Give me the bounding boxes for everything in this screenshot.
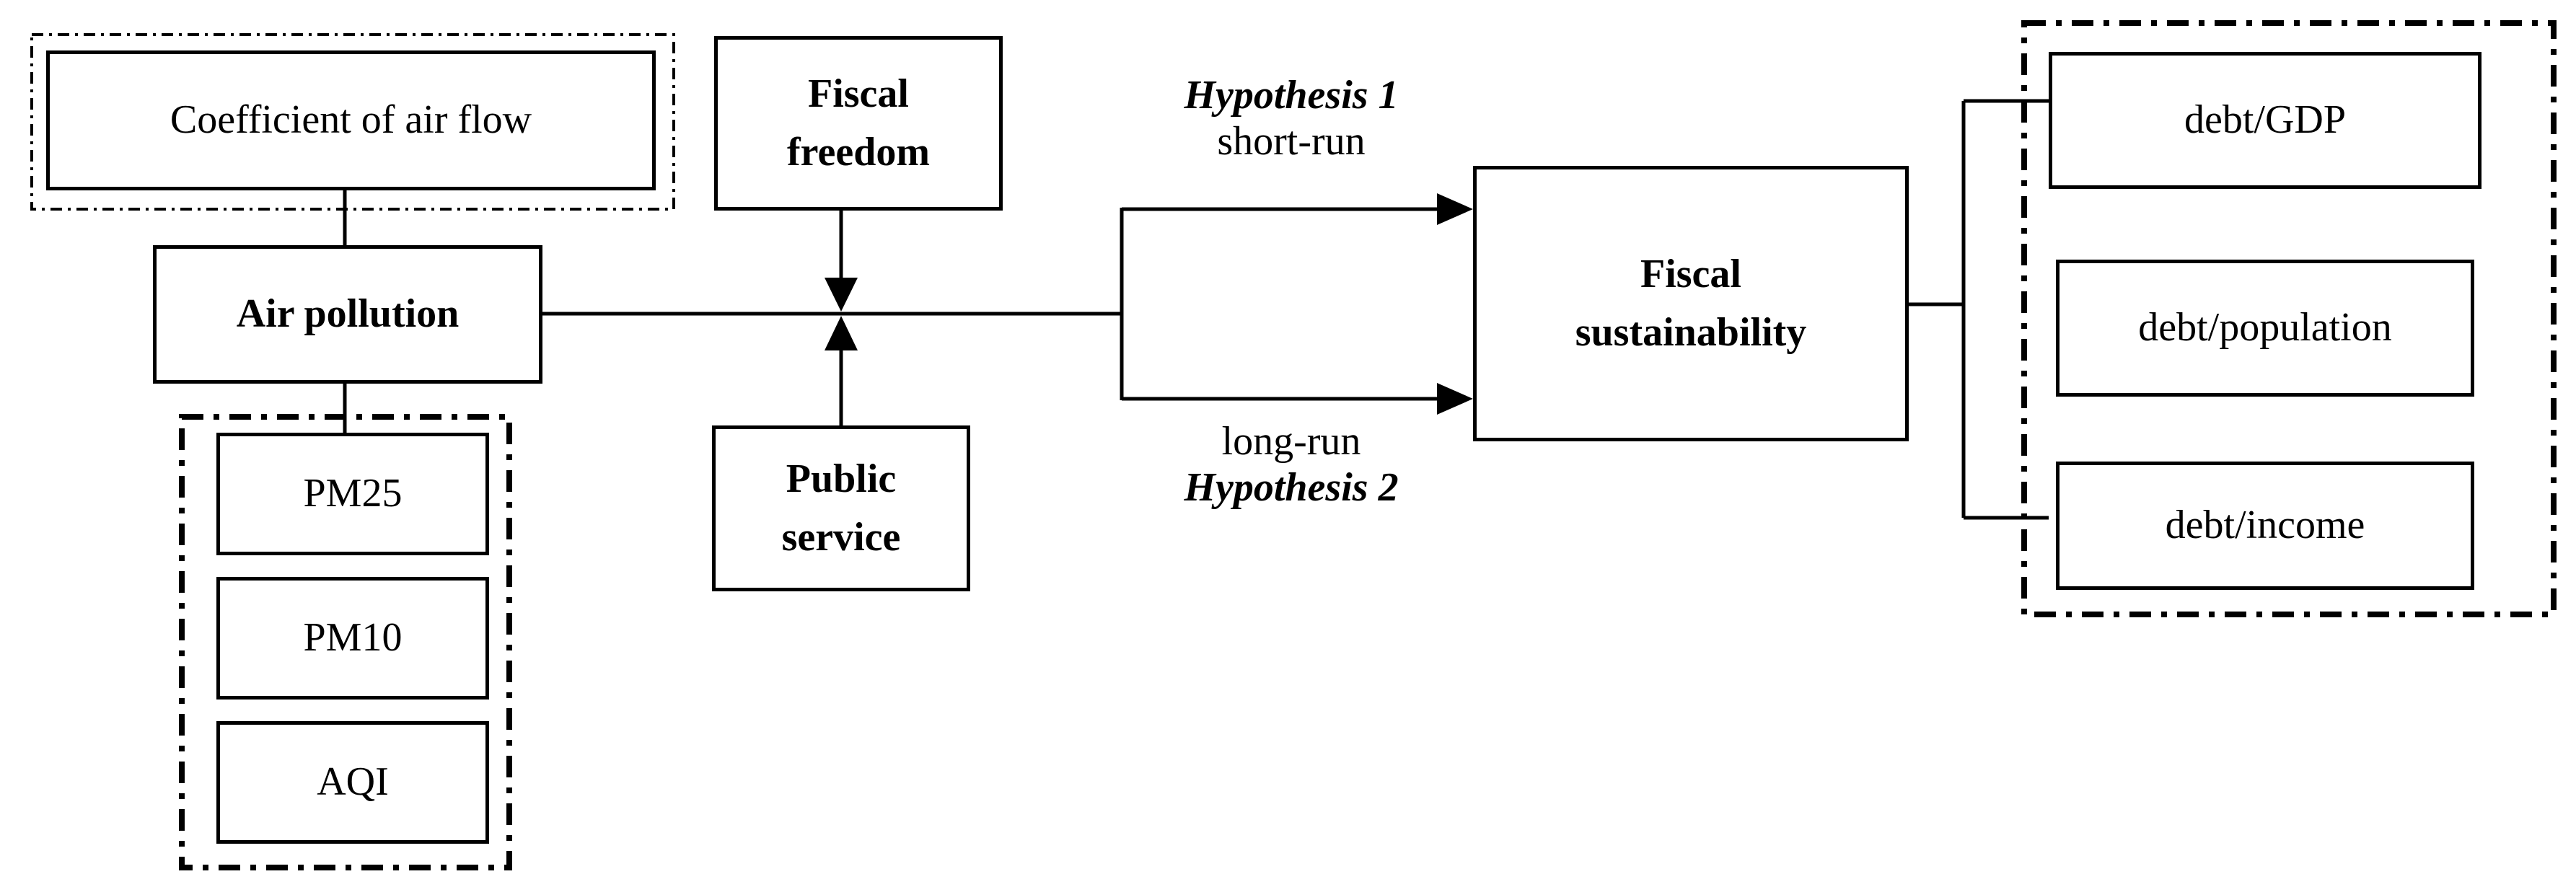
aqi-box: AQI <box>216 721 489 844</box>
fiscal-freedom-line-1: Fiscal <box>808 71 909 116</box>
debt-population-box: debt/population <box>2056 260 2474 397</box>
public-service-line-2: service <box>781 515 901 560</box>
pm10-box: PM10 <box>216 577 489 700</box>
pm25-label: PM25 <box>303 471 403 516</box>
air-pollution-box: Air pollution <box>153 245 542 384</box>
sustainability-measures-group-border <box>2021 20 2557 617</box>
hypothesis-2-label: long-run Hypothesis 2 <box>1125 418 1457 511</box>
airflow-box: Coefficient of air flow <box>46 50 656 190</box>
fiscal-freedom-arrow <box>825 278 858 312</box>
public-service-box: Public service <box>712 425 970 591</box>
debt-income-label: debt/income <box>2165 503 2365 548</box>
fiscal-freedom-line-2: freedom <box>787 130 930 175</box>
fiscal-sustainability-box: Fiscal sustainability <box>1473 166 1909 441</box>
airflow-group-border <box>30 33 675 211</box>
hypothesis-2-word: Hypothesis <box>1184 465 1368 510</box>
hypothesis-2-number: 2 <box>1378 465 1399 510</box>
hypothesis-1-label: Hypothesis 1 short-run <box>1125 72 1457 164</box>
debt-gdp-label: debt/GDP <box>2184 97 2346 143</box>
long-run-label: long-run <box>1221 419 1361 464</box>
public-service-line-1: Public <box>786 456 897 501</box>
fiscal-freedom-box: Fiscal freedom <box>714 36 1003 211</box>
aqi-label: AQI <box>317 759 389 805</box>
hypothesis-1-word: Hypothesis <box>1184 73 1368 118</box>
pm10-label: PM10 <box>303 615 403 661</box>
debt-income-box: debt/income <box>2056 462 2474 590</box>
fiscal-sustainability-line-1: Fiscal <box>1640 251 1741 296</box>
long-run-arrow <box>1437 383 1473 415</box>
pm25-box: PM25 <box>216 433 489 555</box>
fiscal-sustainability-line-2: sustainability <box>1575 310 1807 355</box>
short-run-arrow <box>1437 193 1473 225</box>
hypothesis-1-number: 1 <box>1378 73 1399 118</box>
airflow-label: Coefficient of air flow <box>170 97 532 143</box>
debt-population-label: debt/population <box>2138 305 2392 350</box>
short-run-label: short-run <box>1217 119 1366 164</box>
debt-gdp-box: debt/GDP <box>2049 52 2482 189</box>
air-pollution-label: Air pollution <box>236 291 460 337</box>
public-service-arrow <box>825 316 858 350</box>
